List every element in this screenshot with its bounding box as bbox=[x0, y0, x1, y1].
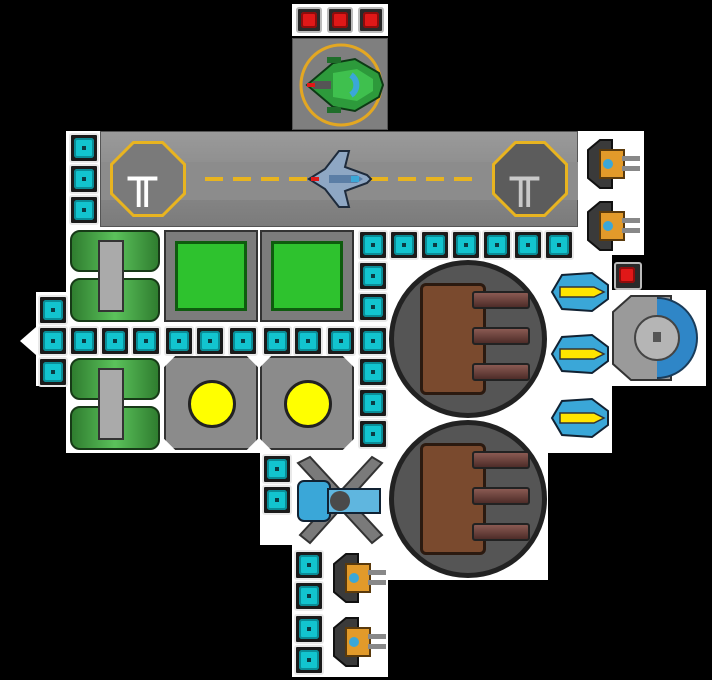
red-module[interactable] bbox=[327, 7, 353, 33]
runway-stripe bbox=[261, 177, 279, 181]
nose-arrow-icon bbox=[20, 327, 36, 355]
red-module[interactable] bbox=[296, 7, 322, 33]
green-module[interactable] bbox=[260, 230, 354, 322]
runway-stripe bbox=[233, 177, 251, 181]
blue-fighter-icon[interactable] bbox=[305, 145, 373, 213]
landing-pad-icon[interactable]: ╥ bbox=[492, 141, 568, 217]
connector[interactable] bbox=[38, 295, 68, 325]
connector[interactable] bbox=[358, 388, 388, 418]
connector[interactable] bbox=[262, 454, 292, 484]
triple-cannon-turret-icon[interactable] bbox=[389, 420, 547, 578]
reactor-core-icon[interactable] bbox=[260, 356, 354, 450]
connector[interactable] bbox=[358, 261, 388, 291]
connector[interactable] bbox=[544, 230, 574, 260]
runway-stripe bbox=[398, 177, 416, 181]
pipe-connector bbox=[98, 240, 124, 312]
red-module[interactable] bbox=[614, 262, 642, 290]
connector[interactable] bbox=[294, 614, 324, 644]
connector[interactable] bbox=[482, 230, 512, 260]
connector[interactable] bbox=[38, 326, 68, 356]
connector[interactable] bbox=[262, 326, 292, 356]
connector[interactable] bbox=[131, 326, 161, 356]
connector[interactable] bbox=[294, 645, 324, 675]
connector[interactable] bbox=[164, 326, 194, 356]
connector[interactable] bbox=[358, 230, 388, 260]
connector[interactable] bbox=[38, 357, 68, 387]
docking-bay-top[interactable] bbox=[292, 38, 388, 130]
missile-pod-icon[interactable] bbox=[548, 265, 612, 319]
connector[interactable] bbox=[326, 326, 356, 356]
reactor-core-icon[interactable] bbox=[164, 356, 258, 450]
connector[interactable] bbox=[294, 581, 324, 611]
connector[interactable] bbox=[358, 419, 388, 449]
triple-cannon-turret-icon[interactable] bbox=[389, 260, 547, 418]
connector[interactable] bbox=[293, 326, 323, 356]
connector[interactable] bbox=[420, 230, 450, 260]
connector[interactable] bbox=[228, 326, 258, 356]
runway-stripe bbox=[426, 177, 444, 181]
landing-pad-glyph: ╥ bbox=[128, 151, 157, 207]
connector[interactable] bbox=[195, 326, 225, 356]
pipe-connector bbox=[98, 368, 124, 440]
autocannon-icon[interactable] bbox=[328, 550, 388, 606]
red-module[interactable] bbox=[358, 7, 384, 33]
thruster-icon[interactable] bbox=[294, 455, 386, 545]
green-fighter-icon[interactable] bbox=[293, 39, 389, 131]
runway-stripe bbox=[454, 177, 472, 181]
autocannon-icon[interactable] bbox=[582, 198, 642, 254]
shield-generator-icon[interactable] bbox=[611, 292, 705, 384]
connector[interactable] bbox=[358, 326, 388, 356]
connector[interactable] bbox=[513, 230, 543, 260]
runway-stripe bbox=[205, 177, 223, 181]
connector[interactable] bbox=[69, 164, 99, 194]
runway-stripe bbox=[370, 177, 388, 181]
connector[interactable] bbox=[100, 326, 130, 356]
missile-pod-icon[interactable] bbox=[548, 391, 612, 445]
connector[interactable] bbox=[358, 292, 388, 322]
landing-pad-icon[interactable]: ╥ bbox=[110, 141, 186, 217]
missile-pod-icon[interactable] bbox=[548, 327, 612, 381]
connector[interactable] bbox=[69, 133, 99, 163]
green-module[interactable] bbox=[164, 230, 258, 322]
landing-pad-glyph: ╥ bbox=[510, 151, 539, 207]
connector[interactable] bbox=[69, 326, 99, 356]
connector[interactable] bbox=[294, 550, 324, 580]
runway-stripe bbox=[289, 177, 307, 181]
connector[interactable] bbox=[358, 357, 388, 387]
autocannon-icon[interactable] bbox=[582, 136, 642, 192]
connector[interactable] bbox=[69, 195, 99, 225]
connector[interactable] bbox=[451, 230, 481, 260]
connector[interactable] bbox=[389, 230, 419, 260]
connector[interactable] bbox=[262, 485, 292, 515]
autocannon-icon[interactable] bbox=[328, 614, 388, 670]
